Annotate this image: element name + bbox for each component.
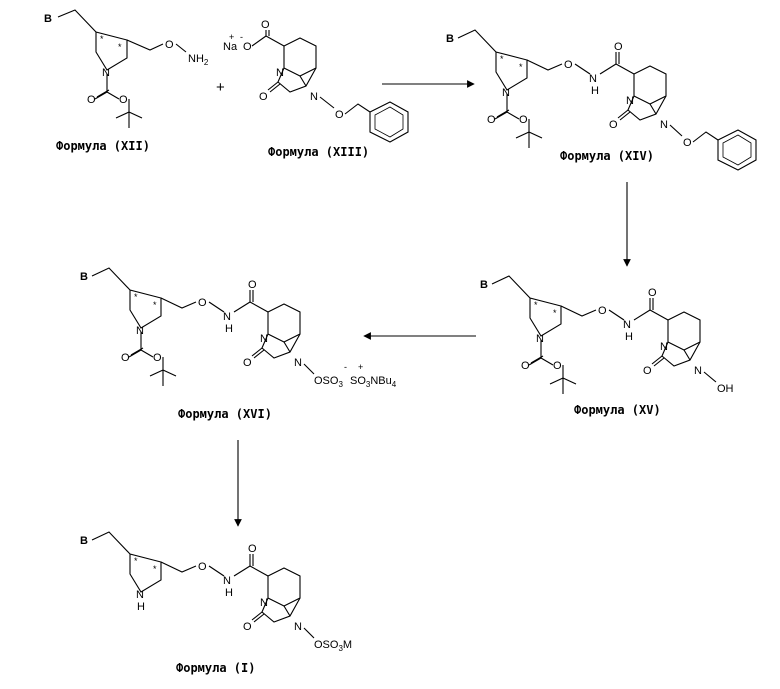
compound-i: B * * N H O N H O N O N OSO3M Формула (I… bbox=[80, 532, 352, 675]
xiii-benzyloxy-oxygen: O bbox=[335, 109, 344, 121]
xii-amine-label: NH2 bbox=[188, 53, 209, 67]
xiii-sodium-label: Na bbox=[223, 41, 238, 53]
xiv-stereo-mark-1: * bbox=[500, 54, 504, 64]
xii-ring-nitrogen: N bbox=[102, 67, 110, 79]
xvi-amide-hydrogen: H bbox=[225, 323, 233, 335]
xiv-amide-hydrogen: H bbox=[591, 85, 599, 97]
xiv-ester-oxygen: O bbox=[519, 114, 528, 126]
i-bridge-nitrogen: N bbox=[260, 597, 268, 609]
xiii-bridge-nitrogen: N bbox=[276, 67, 284, 79]
xii-carbonyl-oxygen: O bbox=[87, 94, 96, 106]
compound-xiv: B * * N O N H O O O N O N O Формула (XIV… bbox=[446, 30, 756, 170]
xv-boron-label: B bbox=[480, 279, 488, 291]
xvi-bridge-nitrogen: N bbox=[260, 333, 268, 345]
xiii-carbonyl-oxygen: O bbox=[261, 19, 270, 31]
xiii-sodium-charge: + bbox=[229, 32, 234, 42]
xiv-amide-nitrogen: N bbox=[589, 73, 597, 85]
xvi-ether-oxygen: O bbox=[198, 297, 207, 309]
xvi-counterion-charge: + bbox=[358, 362, 363, 372]
i-amide-hydrogen: H bbox=[225, 587, 233, 599]
i-urea-oxygen: O bbox=[243, 621, 252, 633]
xv-hydroxyl-label: OH bbox=[717, 383, 734, 395]
xv-amide-hydrogen: H bbox=[625, 331, 633, 343]
xvi-stereo-mark-2: * bbox=[153, 300, 157, 310]
xvi-ring-nitrogen: N bbox=[136, 325, 144, 337]
xiv-ring-nitrogen: N bbox=[502, 87, 510, 99]
xiii-urea-oxygen: O bbox=[259, 91, 268, 103]
xii-stereo-mark-1: * bbox=[100, 34, 104, 44]
i-stereo-mark-1: * bbox=[134, 556, 138, 566]
xiv-boron-label: B bbox=[446, 33, 454, 45]
xvi-carbonyl-oxygen: O bbox=[121, 352, 130, 364]
xiv-hydroxylamine-nitrogen: N bbox=[660, 119, 668, 131]
i-amide-oxygen: O bbox=[248, 543, 257, 555]
xii-boron-label: B bbox=[44, 13, 52, 25]
caption-xiii: Формула (XIII) bbox=[268, 145, 369, 159]
xv-bridge-nitrogen: N bbox=[660, 341, 668, 353]
xiii-hydroxylamine-nitrogen: N bbox=[310, 91, 318, 103]
xv-amide-nitrogen: N bbox=[623, 319, 631, 331]
caption-xvi: Формула (XVI) bbox=[178, 407, 272, 421]
xiv-benzyloxy-oxygen: O bbox=[683, 137, 692, 149]
xv-hydroxylamine-nitrogen: N bbox=[694, 365, 702, 377]
i-hydroxylamine-nitrogen: N bbox=[294, 621, 302, 633]
xvi-counterion-label: SO3NBu4 bbox=[350, 375, 397, 389]
xii-ether-oxygen: O bbox=[165, 39, 174, 51]
caption-i: Формула (I) bbox=[176, 661, 255, 675]
xv-ring-nitrogen: N bbox=[536, 333, 544, 345]
xv-carbonyl-oxygen: O bbox=[521, 360, 530, 372]
xiv-stereo-mark-2: * bbox=[519, 62, 523, 72]
i-ether-oxygen: O bbox=[198, 561, 207, 573]
xvi-amide-oxygen: O bbox=[248, 279, 257, 291]
caption-xv: Формула (XV) bbox=[574, 403, 661, 417]
compound-xvi: B * * N O N H O O O N O N OSO3 - SO3NBu4… bbox=[80, 268, 397, 421]
xvi-boron-label: B bbox=[80, 271, 88, 283]
xvi-stereo-mark-1: * bbox=[134, 292, 138, 302]
i-sulfate-label: OSO3M bbox=[314, 639, 352, 653]
xv-stereo-mark-1: * bbox=[534, 300, 538, 310]
i-amide-nitrogen: N bbox=[223, 575, 231, 587]
xii-stereo-mark-2: * bbox=[118, 42, 122, 52]
xv-amide-oxygen: O bbox=[648, 287, 657, 299]
i-ring-nitrogen: N bbox=[136, 589, 144, 601]
xiv-amide-oxygen: O bbox=[614, 41, 623, 53]
i-boron-label: B bbox=[80, 535, 88, 547]
xv-stereo-mark-2: * bbox=[553, 308, 557, 318]
xiii-carboxylate-oxygen: O bbox=[243, 41, 252, 53]
compound-xii: B * * N O NH2 O O Формула (XII) bbox=[44, 10, 209, 153]
xvi-sulfate-charge: - bbox=[344, 362, 347, 372]
xvi-ester-oxygen: O bbox=[153, 352, 162, 364]
xv-ester-oxygen: O bbox=[553, 360, 562, 372]
i-ring-hydrogen: H bbox=[137, 601, 145, 613]
caption-xiv: Формула (XIV) bbox=[560, 149, 654, 163]
xvi-hydroxylamine-nitrogen: N bbox=[294, 357, 302, 369]
compound-xv: B * * N O N H O O O N O N OH Формула (XV… bbox=[480, 276, 734, 417]
xiv-urea-oxygen: O bbox=[609, 119, 618, 131]
i-stereo-mark-2: * bbox=[153, 564, 157, 574]
xv-ether-oxygen: O bbox=[598, 305, 607, 317]
xiv-carbonyl-oxygen: O bbox=[487, 114, 496, 126]
plus-sign: + bbox=[216, 79, 225, 96]
xv-urea-oxygen: O bbox=[643, 365, 652, 377]
xvi-amide-nitrogen: N bbox=[223, 311, 231, 323]
xiv-ether-oxygen: O bbox=[564, 59, 573, 71]
xvi-urea-oxygen: O bbox=[243, 357, 252, 369]
caption-xii: Формула (XII) bbox=[56, 139, 150, 153]
xii-ester-oxygen: O bbox=[119, 94, 128, 106]
xvi-sulfate-label: OSO3 bbox=[314, 375, 343, 389]
compound-xiii: Na + - O O N O N O Формула (XIII) bbox=[223, 19, 408, 159]
xiv-bridge-nitrogen: N bbox=[626, 95, 634, 107]
